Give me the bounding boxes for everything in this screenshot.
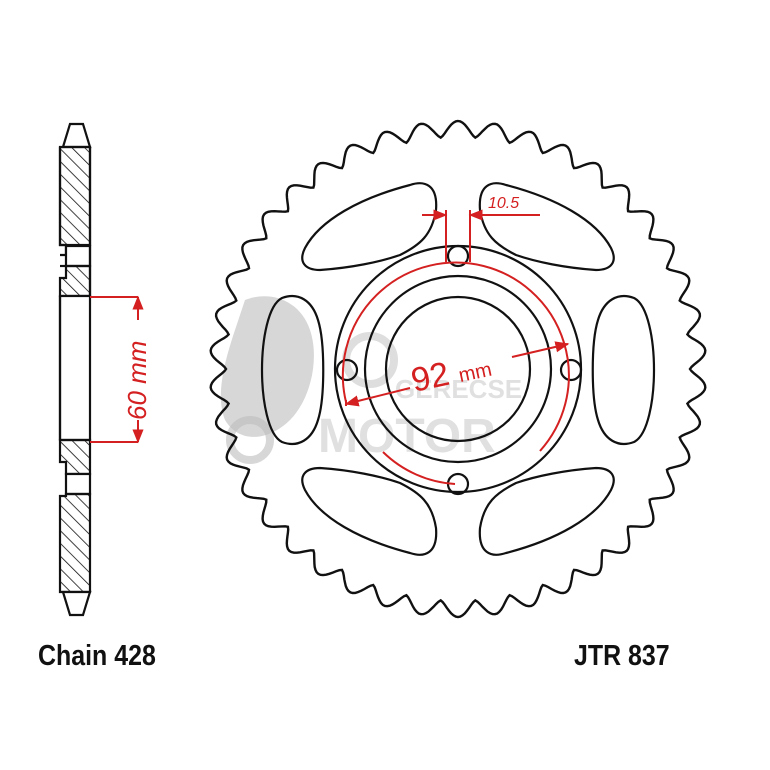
bolt-hole-top	[446, 244, 470, 268]
side-upper-hub-hatch	[58, 264, 92, 298]
side-view	[58, 122, 92, 617]
side-lower-hub-hatch	[58, 438, 92, 476]
hub-middle-ring	[363, 274, 553, 464]
side-top-tooth	[61, 122, 92, 149]
side-top-hatch	[58, 145, 92, 247]
cutout-left	[260, 294, 325, 446]
svg-text:92 mm: 92 mm	[408, 346, 495, 400]
chain-size-label: Chain 428	[38, 640, 156, 672]
dimension-10-5	[422, 209, 540, 262]
cutout-top-left	[301, 182, 438, 272]
sprocket-teeth-outline	[209, 119, 707, 619]
watermark-text-line1: GERECSE	[395, 374, 522, 404]
dimension-92mm	[341, 261, 570, 485]
watermark-rider-icon	[220, 296, 314, 437]
bolt-hole-right	[559, 358, 583, 382]
bolt-hole-left	[335, 358, 359, 382]
bolt-hole-dimension-label: 10.5	[488, 195, 519, 212]
bolt-circle-value: 92	[408, 355, 453, 400]
dimension-60mm-label: 60 mm	[122, 341, 152, 420]
side-bore	[58, 294, 92, 442]
cutout-right	[591, 294, 656, 446]
dimension-60mm	[90, 295, 144, 444]
cutout-bottom-left	[301, 466, 438, 556]
part-number-label: JTR 837	[574, 640, 670, 672]
side-bottom-hatch	[58, 492, 92, 594]
side-bottom-tooth	[61, 590, 92, 617]
cutout-bottom-right	[478, 466, 615, 556]
center-bore	[384, 295, 532, 443]
